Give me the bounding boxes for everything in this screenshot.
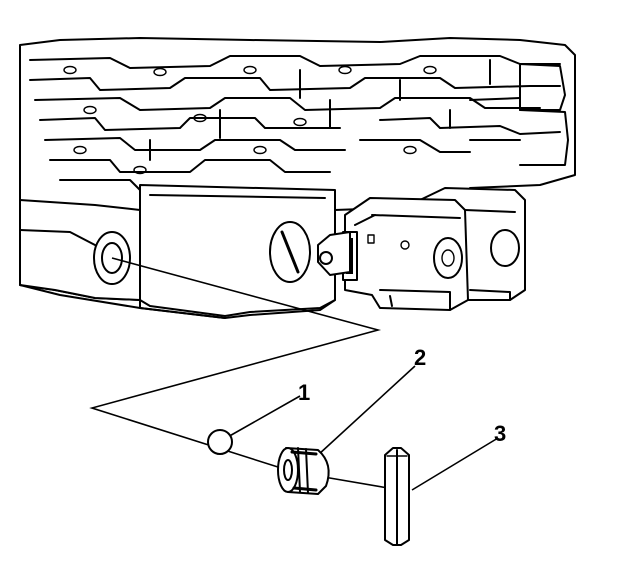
callout-labels: 1 2 3 [298,345,506,446]
leader-lines [89,257,499,491]
part-ball [207,429,233,455]
top-bolt-holes [63,65,437,175]
bore-slot-mark [280,230,300,274]
ball-bore [101,242,123,274]
leader-callout-2 [317,365,416,456]
leader-callout-3 [411,437,499,491]
solenoid-assembly [317,187,526,311]
callout-1: 1 [298,380,310,405]
valve-body [19,37,576,319]
callout-2: 2 [414,345,426,370]
leader-callout-1 [225,395,301,439]
callout-3: 3 [494,421,506,446]
part-plug [277,447,330,495]
part-pin [384,447,410,546]
bore-opening-right [269,221,311,283]
